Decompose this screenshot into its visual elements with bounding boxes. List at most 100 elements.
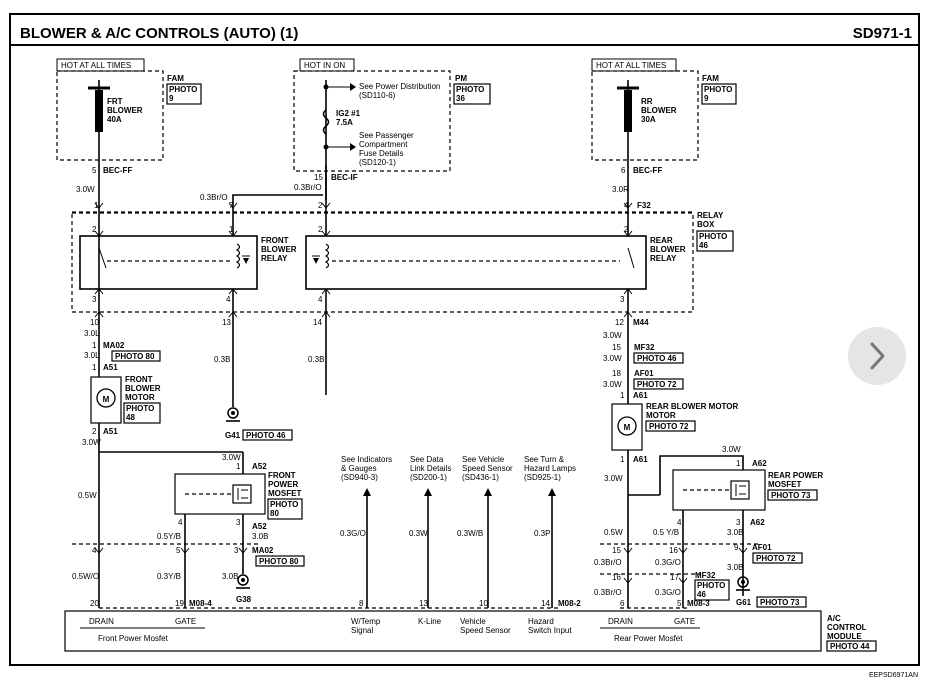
right-fuse-name-1: RR [641,97,653,106]
mf32-photo-2: 46 [697,590,706,599]
left-fuse-block: HOT AT ALL TIMES FRT BLOWER 40A FAM PHOT… [56,58,202,165]
module-kline: K-Line [418,617,442,626]
ref-vss-1: See Vehicle [462,455,505,464]
wire-0-5yb-b: 0.5 Y/B [653,528,679,537]
see-pass-2: Compartment [359,140,408,149]
wire-3-0w-f: 3.0W [222,453,241,462]
pin-1f: 1 [620,455,625,464]
module-front-mosfet: Front Power Mosfet [98,634,169,643]
rear-relay-2: BLOWER [650,245,686,254]
wire-0-3b-b: 0.3B [308,355,324,364]
wire-3-0b-c: 3.0B [727,528,743,537]
pin-5b: 5 [176,546,181,555]
pin-4b: 4 [226,295,231,304]
rear-relay [305,235,647,290]
wire-0-3go-c: 0.3G/O [655,588,681,597]
pin-10: 10 [90,318,99,327]
pin-6b: 6 [620,599,625,608]
pin-1e: 1 [620,391,625,400]
pin-1h: 1 [736,459,741,468]
ref-turn-2: Hazard Lamps [524,464,576,473]
conn-a51-b: A51 [103,427,118,436]
ref-indicators-1: See Indicators [341,455,392,464]
ground-g61: G61 PHOTO 73 [736,576,807,608]
pm-label: PM [455,74,467,83]
wire-0-5w-b: 0.5W [604,528,623,537]
mf32-photo-1: PHOTO [697,581,725,590]
left-fuse-rating: 40A [107,115,122,124]
diagram-code: SD971-1 [853,25,912,42]
ground-g38: G38 [236,574,252,604]
conn-a62-b: A62 [750,518,765,527]
pin-18: 18 [612,369,621,378]
left-fuse-name-1: FRT [107,97,123,106]
ground-g41: G41 PHOTO 46 [225,407,293,441]
conn-ma02-a: MA02 [103,341,125,350]
center-hot-label: HOT IN ON [304,61,345,70]
right-hot-label: HOT AT ALL TIMES [596,61,666,70]
fam-right-photo-2: 9 [704,94,709,103]
pin-2a: 2 [318,201,323,210]
conn-a51-a: A51 [103,363,118,372]
pin-5c: 5 [677,599,682,608]
conn-ma02-b: MA02 [252,546,274,555]
left-hot-label: HOT AT ALL TIMES [61,61,131,70]
front-relay [79,235,258,290]
fam-left-photo-1: PHOTO [169,85,197,94]
wire-0-3bro-d: 0.3Br/O [594,588,622,597]
pin-1c: 1 [92,341,97,350]
wire-3-0w-g: 3.0W [604,474,623,483]
pm-photo-1: PHOTO [456,85,484,94]
chevron-right-icon [870,342,885,370]
pin-1d: 1 [92,363,97,372]
module-wtemp-2: Signal [351,626,373,635]
conn-f32: F32 [637,201,651,210]
module-gate-right: GATE [674,617,695,626]
front-motor-3: MOTOR [125,393,155,402]
conn-bec-if: BEC-IF [331,173,358,182]
conn-a61-a: A61 [633,391,648,400]
conn-m08-4: M08-4 [189,599,212,608]
pin-2d: 2 [624,225,629,234]
pin-16: 16 [669,546,678,555]
ref-turn-1: See Turn & [524,455,565,464]
next-page-button[interactable] [848,327,906,385]
wire-3-0l-b: 3.0L [84,351,100,360]
wire-3-0w-e: 3.0W [82,438,101,447]
wire-3-0w-d: 3.0W [603,380,622,389]
wire-0-3bro-b: 0.3Br/O [294,183,322,192]
front-relay-1: FRONT [261,236,289,245]
pin-2e: 2 [92,427,97,436]
conn-a52-a: A52 [252,462,267,471]
module-name-2: CONTROL [827,623,867,632]
module-photo: PHOTO 44 [830,642,870,651]
left-fuse-name-2: BLOWER [107,106,143,115]
ref-datalink-2: Link Details [410,464,451,473]
conn-bec-ff-left: BEC-FF [103,166,132,175]
wire-0-5wo: 0.5W/O [72,572,99,581]
front-motor-1: FRONT [125,375,153,384]
pin-13b: 13 [419,599,428,608]
wire-3-0b-a: 3.0B [252,532,268,541]
wire-0-3go-b: 0.3G/O [655,558,681,567]
wire-0-3go: 0.3G/O [340,529,366,538]
conn-af01-b: AF01 [752,543,772,552]
module-drain-right: DRAIN [608,617,633,626]
pin-3e: 3 [736,518,741,527]
fuse-ig2-rating: 7.5A [336,118,353,127]
wire-0-3wb: 0.3W/B [457,529,483,538]
pin-3d: 3 [234,546,239,555]
module-hazard-1: Hazard [528,617,554,626]
right-fuse-name-2: BLOWER [641,106,677,115]
rear-mosfet-1: REAR POWER [768,471,823,480]
rear-motor-photo: PHOTO 72 [649,422,689,431]
photo-80-a: PHOTO 80 [115,352,155,361]
front-mosfet-1: FRONT [268,471,296,480]
diagram-frame [9,13,920,666]
front-motor-m: M [103,395,110,404]
fam-left-label: FAM [167,74,184,83]
wire-0-3bro-c: 0.3Br/O [594,558,622,567]
relay-box-label-1: RELAY [697,211,724,220]
pin-12: 12 [615,318,624,327]
